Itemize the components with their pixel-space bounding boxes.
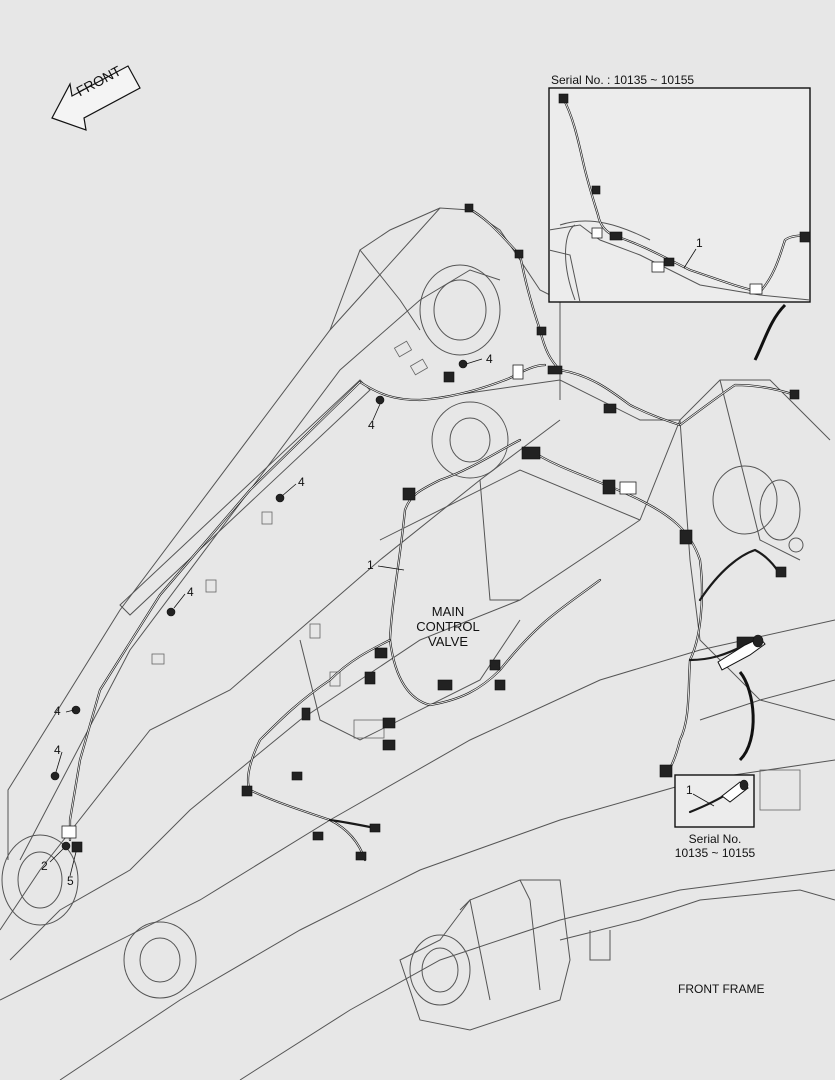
inset-bottom-serial-label: Serial No. 10135 ~ 10155 xyxy=(672,832,758,860)
front-frame-label: FRONT FRAME xyxy=(678,982,765,996)
callout-inset-bottom-harness: 1 xyxy=(686,783,693,797)
callout-bolt-e: 4 xyxy=(54,704,61,718)
callout-inset-top-harness: 1 xyxy=(696,236,703,250)
main-control-valve-line1: MAIN xyxy=(431,604,465,619)
inset-top-serial-label: Serial No. : 10135 ~ 10155 xyxy=(551,73,695,87)
callout-leaders xyxy=(49,358,483,877)
inset-bottom-serial-line2: 10135 ~ 10155 xyxy=(674,846,756,860)
callout-bolt-a: 4 xyxy=(486,352,493,366)
main-control-valve-line3: VALVE xyxy=(428,634,468,649)
callout-harness-main: 1 xyxy=(367,558,374,572)
callout-item-5: 5 xyxy=(67,874,74,888)
inset-bottom-serial-line1: Serial No. xyxy=(688,832,742,846)
main-control-valve-line2: CONTROL xyxy=(416,619,480,634)
callout-item-2: 2 xyxy=(41,859,48,873)
front-arrow-icon xyxy=(51,65,141,131)
inset-bottom-detail xyxy=(674,774,755,828)
wiring-harness xyxy=(68,206,797,862)
callout-bolt-c: 4 xyxy=(298,475,305,489)
inset-top-detail xyxy=(548,87,811,303)
main-control-valve-label: MAIN CONTROL VALVE xyxy=(408,604,488,649)
callout-bolt-d: 4 xyxy=(187,585,194,599)
callout-bolt-b: 4 xyxy=(368,418,375,432)
callout-bolt-f: 4 xyxy=(54,743,61,757)
